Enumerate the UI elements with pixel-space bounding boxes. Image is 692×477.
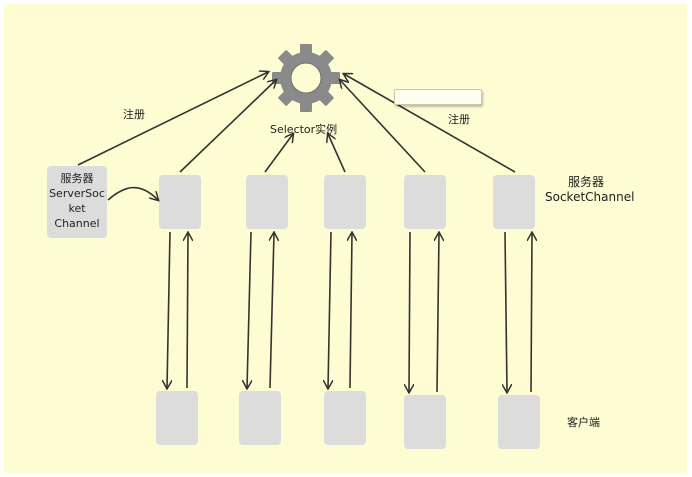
server-socket-line4: Channel [54,217,100,230]
register-arrow-3 [328,134,346,173]
server-socket-channel-box [47,166,107,238]
register-arrow-4 [340,80,426,173]
register-label-left: 注册 [123,108,145,121]
register-arrow-2 [264,134,293,173]
register-arrow-5 [344,74,516,173]
server-socket-line1: 服务器 [60,172,94,185]
server-channel-box-2 [246,175,288,229]
server-channel-label-line2: SocketChannel [545,190,635,204]
client-box-3 [324,391,366,445]
server-channel-box-1 [159,175,201,229]
server-channel-box-3 [324,175,366,229]
server-socket-line2: ServerSoc [49,187,105,200]
client-box-4 [404,395,446,449]
gear-icon [272,44,340,112]
register-arrow-server-socket [77,72,268,166]
tooltip [394,89,482,105]
register-arrow-1 [179,80,276,173]
client-box-1 [156,391,198,445]
server-socket-line3: ket [68,202,86,215]
server-socket-channel-text: 服务器 ServerSoc ket Channel [47,171,107,231]
server-channel-box-4 [404,175,446,229]
client-label: 客户端 [567,416,600,429]
register-label-right: 注册 [448,113,470,126]
server-channel-label-line1: 服务器 [568,175,605,189]
client-box-5 [498,395,540,449]
client-box-2 [239,391,281,445]
server-channel-box-5 [493,175,535,229]
selector-label: Selector实例 [270,123,338,136]
accept-arrow [107,186,158,200]
